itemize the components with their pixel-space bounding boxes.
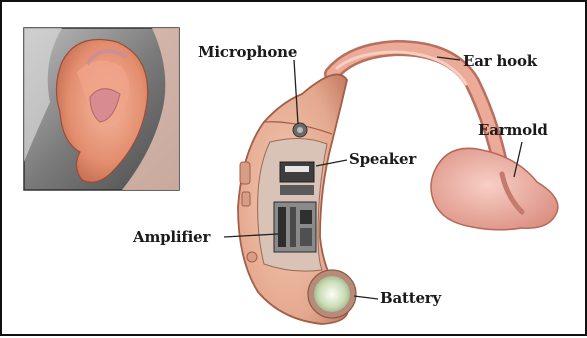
ear-inset — [24, 28, 179, 190]
battery-label: Battery — [380, 289, 441, 307]
battery-leader — [354, 296, 378, 299]
earmold-label: Earmold — [478, 121, 548, 139]
microphone-label: Microphone — [198, 43, 297, 61]
ear-hook-label: Ear hook — [463, 52, 537, 70]
earmold — [431, 148, 558, 229]
speaker-label: Speaker — [349, 150, 416, 168]
amplifier-label: Amplifier — [133, 228, 210, 246]
